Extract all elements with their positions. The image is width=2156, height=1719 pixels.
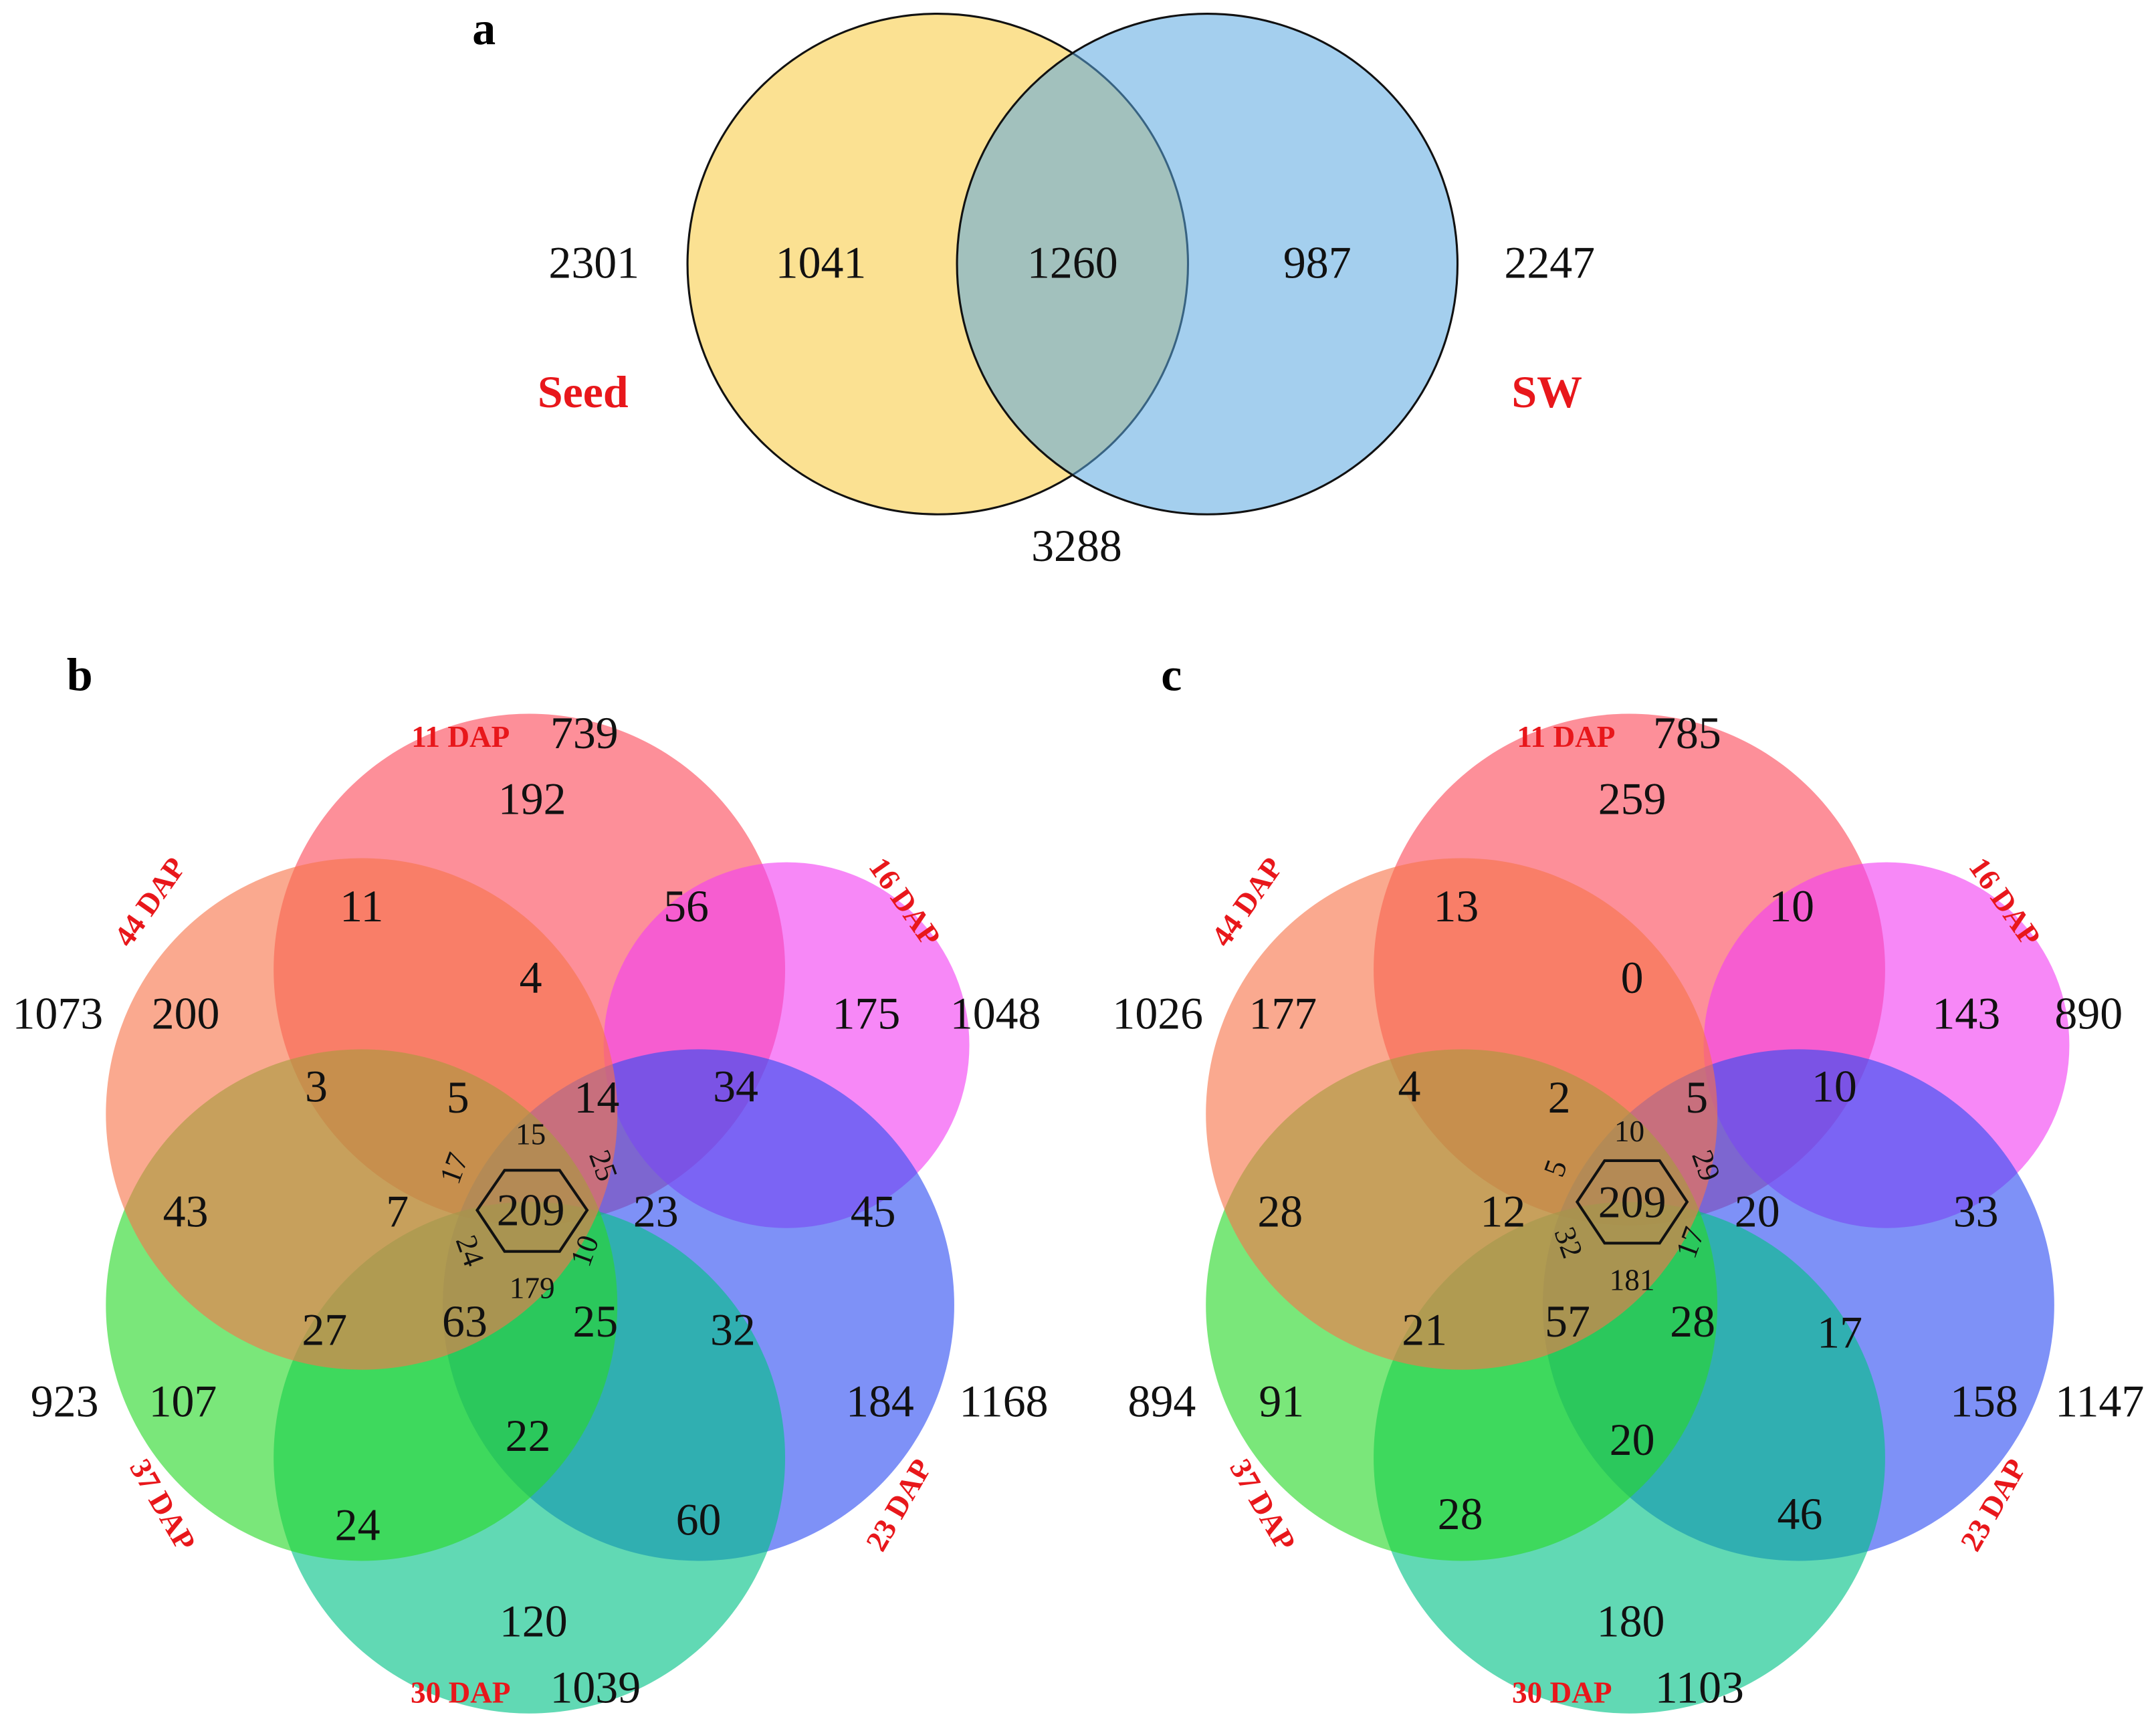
region-count: 5 (447, 1072, 469, 1123)
seed-total: 2301 (548, 237, 639, 288)
region-count: 7 (386, 1187, 409, 1237)
panel-letter-a: a (472, 3, 496, 55)
region-count: 175 (832, 988, 900, 1038)
label-30dap: 30 DAP (411, 1676, 510, 1709)
hexagon-icon (1575, 1159, 1689, 1245)
region-count: 28 (1670, 1296, 1715, 1347)
panel-letter-c: c (1161, 650, 1182, 701)
panel-a: a 2301 1041 1260 987 2247 3288 Seed SW (472, 3, 1595, 571)
region-count: 10 (1769, 881, 1814, 931)
panel-letter-b: b (67, 650, 93, 701)
total-30dap: 1103 (1655, 1662, 1744, 1712)
region-count: 3 (305, 1061, 328, 1111)
region-count: 21 (1402, 1305, 1447, 1355)
region-count: 181 (1610, 1263, 1655, 1296)
region-count: 23 (633, 1187, 679, 1237)
region-count: 22 (506, 1411, 551, 1461)
total-23dap: 1147 (2055, 1376, 2144, 1426)
sw-total: 2247 (1504, 237, 1595, 288)
region-count: 179 (510, 1272, 555, 1305)
label-11dap: 11 DAP (411, 720, 510, 754)
total-16dap: 890 (2054, 988, 2123, 1038)
seed-label: Seed (538, 367, 629, 417)
region-count: 2 (1548, 1072, 1571, 1123)
region-count: 107 (149, 1376, 217, 1426)
region-count: 14 (574, 1072, 619, 1123)
panel-c: c 11 DAP 16 DAP 23 DAP 30 DAP 37 DAP 44 … (1112, 650, 2144, 1714)
total-11dap: 739 (550, 708, 619, 758)
region-count: 184 (846, 1376, 914, 1426)
region-count: 45 (851, 1187, 896, 1237)
region-count: 91 (1259, 1376, 1304, 1426)
region-count: 27 (302, 1305, 347, 1355)
total-37dap: 923 (31, 1376, 99, 1426)
region-count: 4 (520, 953, 542, 1003)
region-count: 120 (500, 1597, 568, 1647)
region-count: 28 (1438, 1489, 1483, 1539)
total-16dap: 1048 (950, 988, 1041, 1038)
venn-circles-c (1206, 713, 2070, 1714)
region-count: 12 (1480, 1187, 1525, 1237)
region-count: 63 (442, 1296, 488, 1347)
region-count: 32 (710, 1305, 756, 1355)
region-count: 4 (1398, 1061, 1421, 1111)
region-count: 57 (1545, 1296, 1590, 1347)
region-count: 13 (1434, 881, 1479, 931)
circle-44dap (1206, 858, 1718, 1370)
union-total: 3288 (1031, 521, 1122, 571)
total-11dap: 785 (1653, 708, 1721, 758)
region-count: 180 (1597, 1597, 1665, 1647)
region-counts-c: 259 143 158 180 91 177 10 33 46 28 28 13… (1249, 774, 2018, 1647)
total-37dap: 894 (1128, 1376, 1196, 1426)
region-counts-b: 192 175 184 120 107 200 56 45 60 24 43 1… (149, 774, 914, 1647)
region-count: 24 (335, 1500, 381, 1551)
region-count: 259 (1598, 774, 1666, 824)
sw-circle (956, 13, 1459, 515)
region-count: 56 (663, 881, 709, 931)
region-count: 25 (572, 1296, 618, 1347)
region-count: 11 (340, 881, 383, 931)
region-count: 5 (1685, 1072, 1708, 1123)
region-count: 34 (713, 1061, 758, 1111)
seed-only-count: 1041 (776, 237, 867, 288)
region-count: 28 (1257, 1187, 1303, 1237)
sw-only-count: 987 (1283, 237, 1352, 288)
venn-circles-b (106, 713, 970, 1714)
center-count: 209 (1598, 1177, 1666, 1227)
total-23dap: 1168 (959, 1376, 1048, 1426)
region-count: 192 (498, 774, 566, 824)
region-count: 33 (1953, 1187, 1999, 1237)
label-11dap: 11 DAP (1517, 720, 1615, 754)
region-count: 20 (1735, 1187, 1780, 1237)
region-count: 10 (1614, 1115, 1644, 1148)
region-count: 20 (1610, 1415, 1655, 1465)
region-count: 10 (1812, 1061, 1857, 1111)
region-count: 17 (1817, 1308, 1862, 1358)
region-count: 200 (152, 988, 220, 1038)
region-count: 46 (1777, 1489, 1823, 1539)
label-30dap: 30 DAP (1512, 1676, 1612, 1709)
total-44dap: 1026 (1112, 988, 1203, 1038)
sw-label: SW (1511, 367, 1582, 417)
panel-b: b 11 DAP 16 DAP 23 DAP 30 DAP 37 DAP 44 … (13, 650, 1049, 1714)
total-30dap: 1039 (550, 1662, 641, 1712)
circle-44dap (106, 858, 618, 1370)
center-count: 209 (497, 1185, 565, 1236)
region-count: 15 (516, 1117, 546, 1151)
region-count: 0 (1621, 953, 1644, 1003)
overlap-count: 1260 (1027, 237, 1118, 288)
total-44dap: 1073 (13, 988, 104, 1038)
hexagon-icon (475, 1169, 589, 1253)
region-count: 177 (1249, 988, 1317, 1038)
region-count: 60 (676, 1494, 722, 1544)
region-count: 158 (1950, 1376, 2018, 1426)
region-count: 143 (1932, 988, 2000, 1038)
region-count: 43 (163, 1187, 209, 1237)
